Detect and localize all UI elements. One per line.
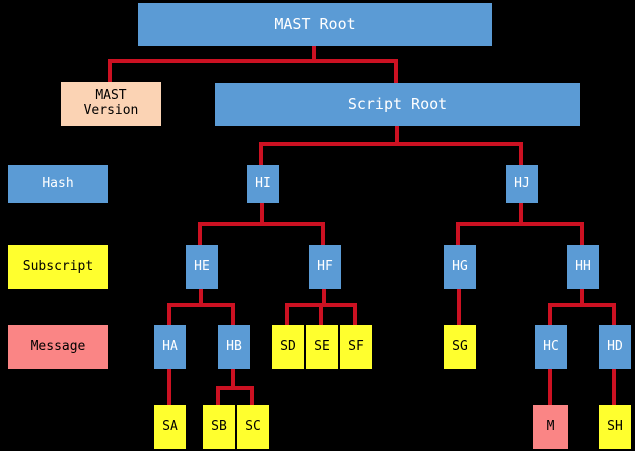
connector-e-scriptroot-bus (259, 142, 523, 146)
node-sc: SC (237, 405, 269, 449)
connector-e-hd-rise (612, 303, 616, 326)
connector-e-mastversion-rise (108, 59, 112, 83)
connector-e-hh-bus (548, 303, 616, 307)
node-se: SE (306, 325, 338, 369)
connector-e-sf-rise (353, 303, 357, 326)
legend-box-subscript: Subscript (8, 245, 108, 289)
node-m: M (533, 405, 568, 449)
node-ha: HA (154, 325, 186, 369)
node-mast-version: MAST Version (61, 82, 161, 126)
connector-e-ha-sa (167, 369, 171, 406)
connector-e-sd-rise (285, 303, 289, 326)
connector-e-sc-rise (250, 386, 254, 406)
node-he: HE (186, 245, 218, 289)
connector-e-he-rise (198, 222, 202, 245)
connector-e-he-drop (199, 289, 203, 304)
connector-e-hi-drop (260, 203, 264, 222)
node-script-root: Script Root (215, 83, 580, 126)
connector-e-he-bus (167, 303, 235, 307)
connector-e-hj-rise (519, 142, 523, 165)
node-sf: SF (340, 325, 372, 369)
connector-e-hf-rise (321, 222, 325, 245)
connector-e-hh-drop (580, 289, 584, 304)
connector-e-hc-rise (548, 303, 552, 326)
connector-e-hj-drop (519, 203, 523, 222)
connector-e-mastroot-drop (312, 46, 316, 63)
connector-e-hd-sh (612, 369, 616, 406)
node-mast-root: MAST Root (138, 3, 492, 46)
connector-e-scriptroot-rise (394, 59, 398, 83)
connector-e-hi-rise (259, 142, 263, 165)
node-sg: SG (444, 325, 476, 369)
legend-box-hash: Hash (8, 165, 108, 203)
node-hg: HG (444, 245, 476, 289)
node-hf: HF (309, 245, 341, 289)
node-hi: HI (247, 165, 279, 203)
node-hh: HH (567, 245, 599, 289)
node-hj: HJ (506, 165, 538, 203)
node-hb: HB (218, 325, 250, 369)
node-hd: HD (599, 325, 631, 369)
connector-e-hg-sg (457, 289, 461, 326)
connector-e-scriptroot-drop (395, 126, 399, 145)
node-hc: HC (535, 325, 567, 369)
connector-e-mastroot-bus (108, 59, 398, 63)
connector-e-hb-bus (216, 386, 253, 390)
connector-e-hg-rise (456, 222, 460, 245)
legend-box-message: Message (8, 325, 108, 369)
connector-e-hc-m (548, 369, 552, 406)
node-sh: SH (599, 405, 631, 449)
connector-e-sb-rise (216, 386, 220, 406)
connector-e-hf-drop (322, 289, 326, 304)
connector-e-se-rise (319, 303, 323, 326)
node-sb: SB (203, 405, 235, 449)
connector-e-ha-rise (167, 303, 171, 326)
connector-e-hj-bus (456, 222, 583, 226)
connector-e-hb-drop (231, 369, 235, 386)
node-sd: SD (272, 325, 304, 369)
connector-e-hi-bus (198, 222, 325, 226)
connector-e-hh-rise (580, 222, 584, 245)
connector-e-hb-rise (231, 303, 235, 326)
node-sa: SA (154, 405, 186, 449)
